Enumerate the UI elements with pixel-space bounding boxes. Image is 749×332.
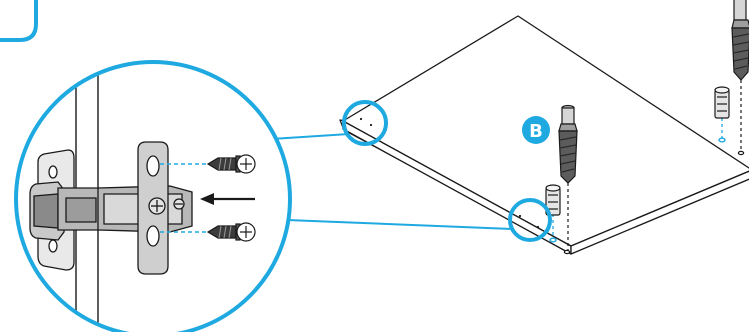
dowel-hole <box>549 237 557 243</box>
bolt-hole <box>737 150 745 156</box>
hinge-screw-slot-top <box>146 155 160 177</box>
panel-hole <box>536 225 540 229</box>
wood-screw-icon <box>206 222 256 242</box>
wooden-dowel-icon <box>714 86 730 119</box>
bolt-hole <box>563 249 571 255</box>
step-frame-corner <box>0 0 38 42</box>
cam-bolt-icon <box>731 0 749 81</box>
highlight-circle-back <box>342 100 388 146</box>
board-right-edge <box>570 170 749 255</box>
wooden-dowel-icon <box>545 184 561 216</box>
step-callout-badge: B <box>522 116 550 144</box>
panel-hole <box>518 214 522 218</box>
wood-screw-icon <box>206 154 256 174</box>
panel-hole <box>359 117 363 121</box>
insert-direction-arrow-icon <box>200 193 255 205</box>
cabinet-hinge-icon <box>29 141 193 275</box>
panel-hole <box>369 123 373 127</box>
magnified-detail-frame <box>14 60 292 332</box>
hinge-screw-slot-bottom <box>146 225 160 247</box>
step-callout-label: B <box>529 121 543 142</box>
magnified-detail <box>16 62 290 332</box>
dowel-hole <box>718 137 726 143</box>
highlight-circle-front <box>508 198 552 242</box>
cam-bolt-icon <box>558 104 578 184</box>
zoom-connector-line <box>286 219 514 230</box>
